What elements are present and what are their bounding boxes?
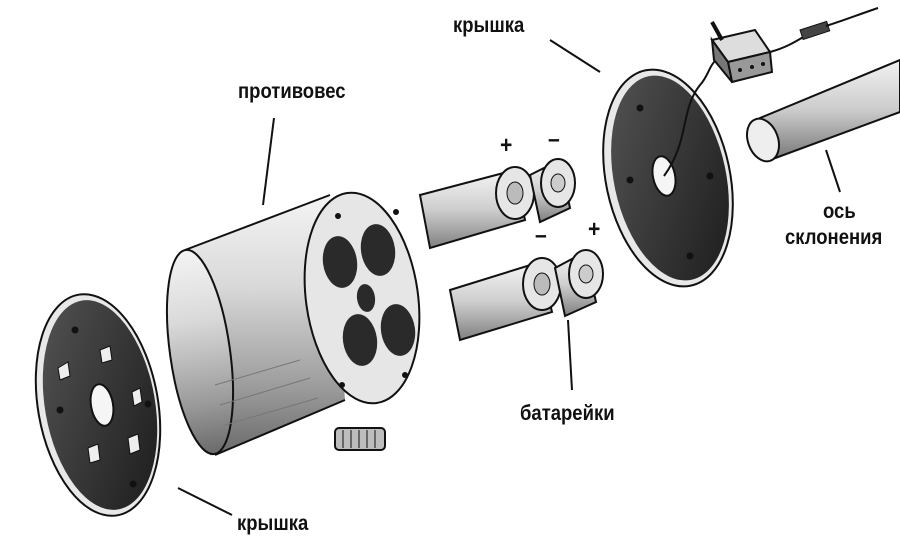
label-axis-line1: ось: [823, 200, 856, 223]
cover-plate-right: [602, 55, 734, 288]
battery-pair-bottom: [448, 249, 604, 342]
label-counterweight: противовес: [238, 80, 346, 103]
counterweight: [166, 191, 421, 456]
cover-plate-left: [34, 293, 162, 517]
polarity-plus-bottom: +: [588, 216, 601, 243]
label-axis-line2: склонения: [785, 226, 883, 249]
switch-icon: [710, 7, 879, 84]
polarity-plus-top: +: [500, 132, 513, 159]
polarity-minus-bottom: –: [535, 222, 547, 249]
label-cover-bottom: крышка: [237, 512, 309, 535]
label-batteries: батарейки: [520, 402, 615, 425]
label-cover-top: крышка: [453, 14, 525, 37]
declination-axis-rod: [746, 58, 900, 163]
polarity-minus-top: –: [548, 126, 560, 153]
battery-pair-top: [418, 158, 576, 250]
